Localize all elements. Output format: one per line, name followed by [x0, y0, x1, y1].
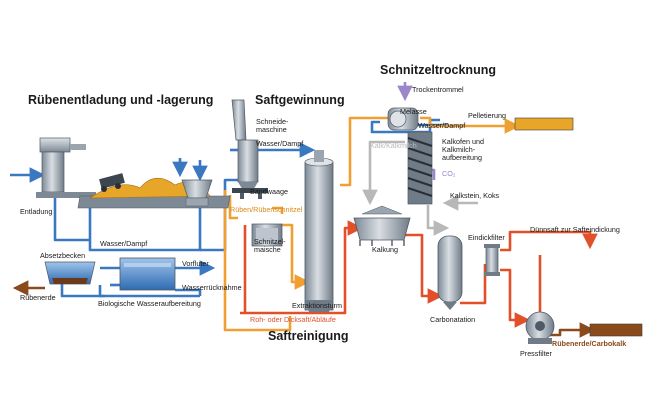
thickening-filter	[484, 244, 500, 276]
label-schnitzelmaische-2: maische	[254, 245, 281, 254]
bio-water-treatment	[119, 257, 176, 291]
label-roh-dicksaft: Roh- oder Dicksaft/Abläufe	[250, 315, 336, 324]
label-trockentrommel: Trockentrommel	[412, 85, 464, 94]
belt-scale	[232, 188, 268, 199]
lime-kiln	[407, 131, 433, 205]
label-wasserruecknahme: Wasserrücknahme	[182, 283, 242, 292]
section-title-pulp-drying: Schnitzeltrocknung	[380, 63, 496, 77]
unloading-station	[36, 137, 96, 198]
beet-pipes	[223, 116, 521, 332]
settling-tank	[44, 261, 96, 285]
label-biologische: Biologische Wasseraufbereitung	[98, 299, 201, 308]
label-co2: CO₂	[442, 169, 456, 178]
pellet-product-box	[514, 117, 574, 131]
pulp-mash-tank	[251, 223, 283, 247]
dryer-drum	[387, 107, 419, 131]
slicing-machine	[231, 99, 259, 192]
label-schneidemaschine-2: maschine	[256, 125, 287, 134]
label-schnitzelmaische-1: Schnitzel-	[254, 237, 286, 246]
label-melasse: Melasse	[400, 107, 427, 116]
label-kalkstein: Kalkstein, Koks	[450, 191, 500, 200]
label-kalkofen-2: Kalkmilch-	[442, 145, 476, 154]
label-ruebenerde: Rübenerde	[20, 293, 56, 302]
label-rueben-schnitzel: Rüben/Rübenschnitzel	[230, 205, 303, 214]
label-absetzbecken: Absetzbecken	[40, 251, 85, 260]
press-filter	[525, 311, 555, 344]
water-pipes	[10, 118, 448, 298]
label-duennsaft: Dünnsaft zur Safteindickung	[530, 225, 620, 234]
label-kalk-kalkmilch: Kalk/Kalkmilch	[370, 141, 417, 150]
section-title-unloading: Rübenentladung und -lagerung	[28, 93, 213, 107]
beet-washer	[181, 179, 213, 207]
label-vorfluter: Vorfluter	[182, 259, 209, 268]
label-pressfilter: Pressfilter	[520, 349, 553, 358]
label-kalkung: Kalkung	[372, 245, 398, 254]
label-entladung: Entladung	[20, 207, 52, 216]
label-bandwaage: Bandwaage	[250, 187, 288, 196]
juice-pipes	[240, 220, 598, 328]
label-extraktionsturm: Extraktionsturm	[292, 301, 342, 310]
extraction-tower	[304, 150, 334, 312]
carbonatation-vessel	[437, 235, 463, 310]
section-title-juice-purification: Saftreinigung	[268, 329, 349, 343]
label-wasser-dampf-3: Wasser/Dampf	[418, 121, 465, 130]
label-pelletierung: Pelletierung	[468, 111, 506, 120]
label-carbonatation: Carbonatation	[430, 315, 475, 324]
label-eindickfilter: Eindickfilter	[468, 233, 505, 242]
section-title-juice-extraction: Saftgewinnung	[255, 93, 345, 107]
lime-pipes	[362, 140, 478, 236]
label-kalkofen-3: aufbereitung	[442, 153, 482, 162]
label-kalkofen-1: Kalkofen und	[442, 137, 484, 146]
label-ruebenerde-carbokalk: Rübenerde/Carbokalk	[552, 339, 626, 348]
label-wasser-dampf-2: Wasser/Dampf	[256, 139, 303, 148]
label-schneidemaschine-1: Schneide-	[256, 117, 289, 126]
carbokalk-product-box	[589, 323, 643, 337]
liming-tank	[353, 205, 411, 246]
label-wasser-dampf-1: Wasser/Dampf	[100, 239, 147, 248]
